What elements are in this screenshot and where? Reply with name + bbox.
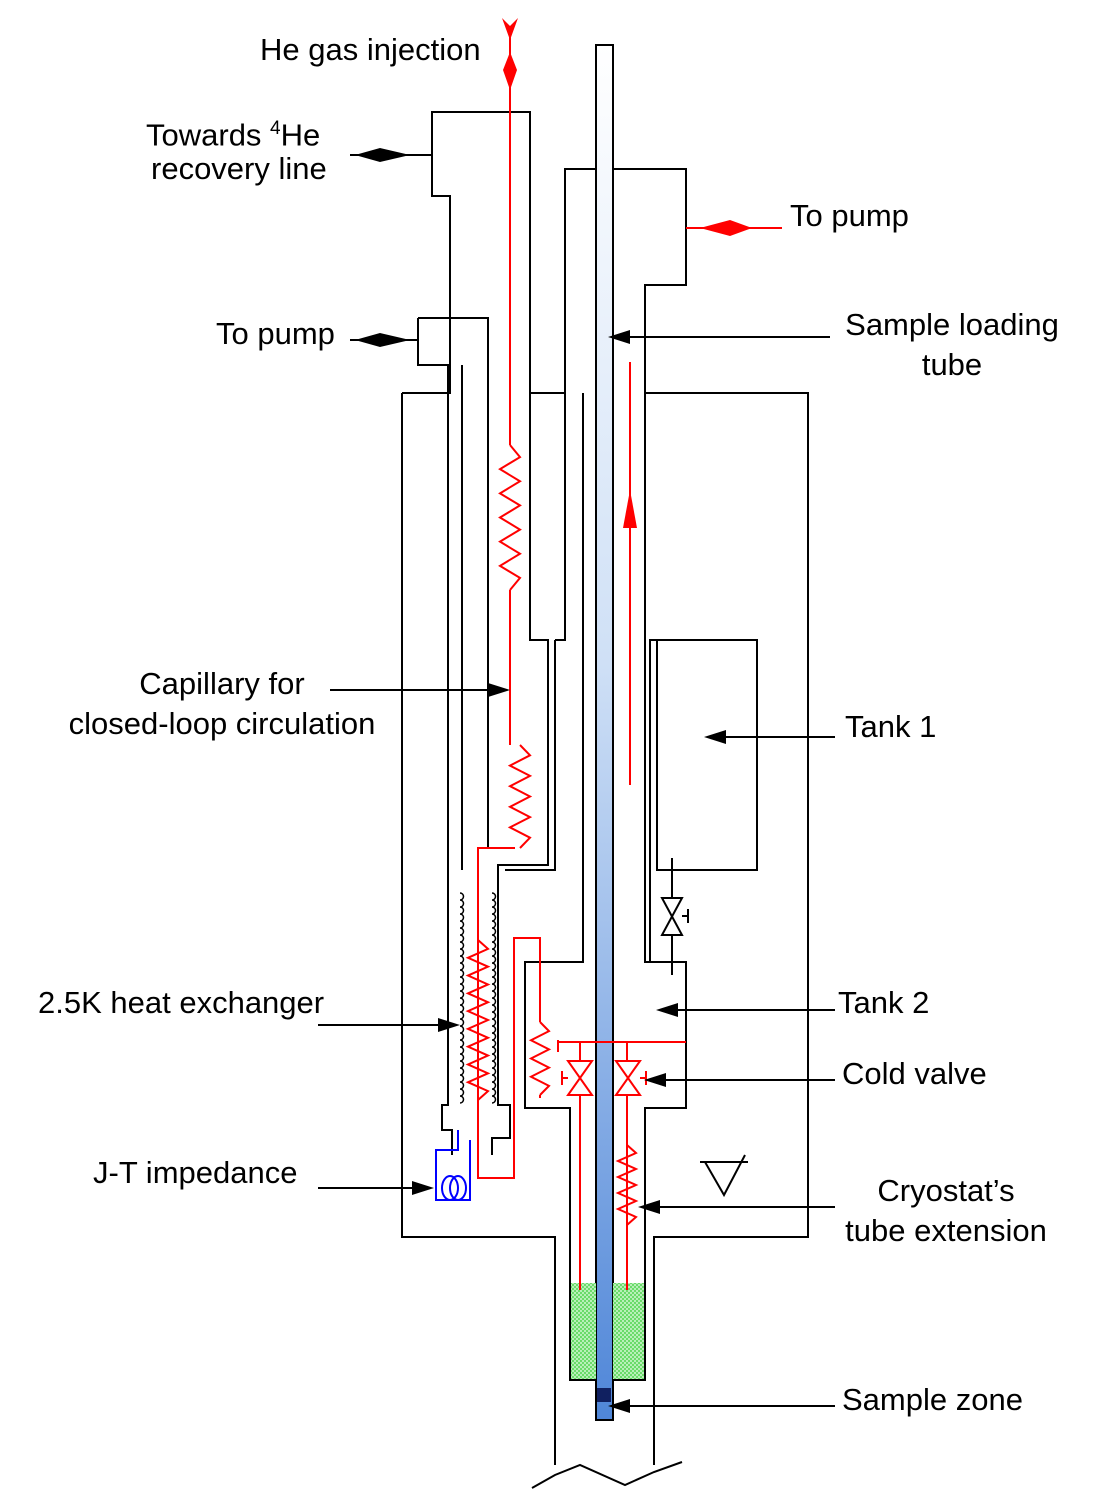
tank2-label: Tank 2 [838,985,930,1020]
cryostat-line2: tube extension [845,1213,1047,1248]
liquid-helium [571,1283,596,1379]
cryostat-line1: Cryostat’s [877,1173,1015,1208]
sample-loading-line2: tube [921,347,983,382]
bellows-coil [491,892,497,1104]
pump-stack [417,317,489,1155]
cryostat-extension-label: Cryostat’s tube extension [832,1171,1060,1251]
capillary-label: Capillary for closed-loop circulation [52,664,392,744]
capillary-line2: closed-loop circulation [68,706,376,741]
sample-zone-label: Sample zone [842,1382,1023,1417]
tank1-line [649,639,657,962]
jt-impedance-coil [435,1130,471,1201]
break-line [531,1461,683,1489]
towards-recovery-label: Towards 4He [146,109,320,155]
cold-valve-label: Cold valve [842,1056,987,1091]
helium-symbol: He [280,117,321,153]
liquid-helium-2 [613,1283,644,1379]
sample-loading-label: Sample loading tube [838,305,1066,385]
outer-vessel [401,111,809,1465]
capillary-line1: Capillary for [139,666,305,701]
sample-loading-line1: Sample loading [845,307,1059,342]
he-gas-injection-label: He gas injection [260,32,481,67]
level-symbol [700,1154,748,1198]
heat-exchanger [459,892,497,1104]
jt-impedance-label: J-T impedance [93,1155,298,1190]
tank1 [656,639,758,871]
to-pump-left-label: To pump [216,316,335,351]
recovery-line-label: recovery line [151,151,327,186]
inner-column-2 [505,640,556,871]
sample-holder [597,1388,611,1402]
center-column-left [555,393,566,641]
to-pump-right-label: To pump [790,198,909,233]
tank1-valve-icon [660,897,689,936]
sample-loading-tube [595,44,614,1421]
helium-flow [465,18,782,1290]
bellows-coil [459,892,465,1104]
towards-prefix: Towards [146,117,271,153]
pointer-arrows [318,148,835,1413]
isotope-superscript: 4 [270,118,281,139]
tank1-label: Tank 1 [845,709,937,744]
inner-column [491,393,549,1155]
heat-exchanger-label: 2.5K heat exchanger [38,985,325,1020]
